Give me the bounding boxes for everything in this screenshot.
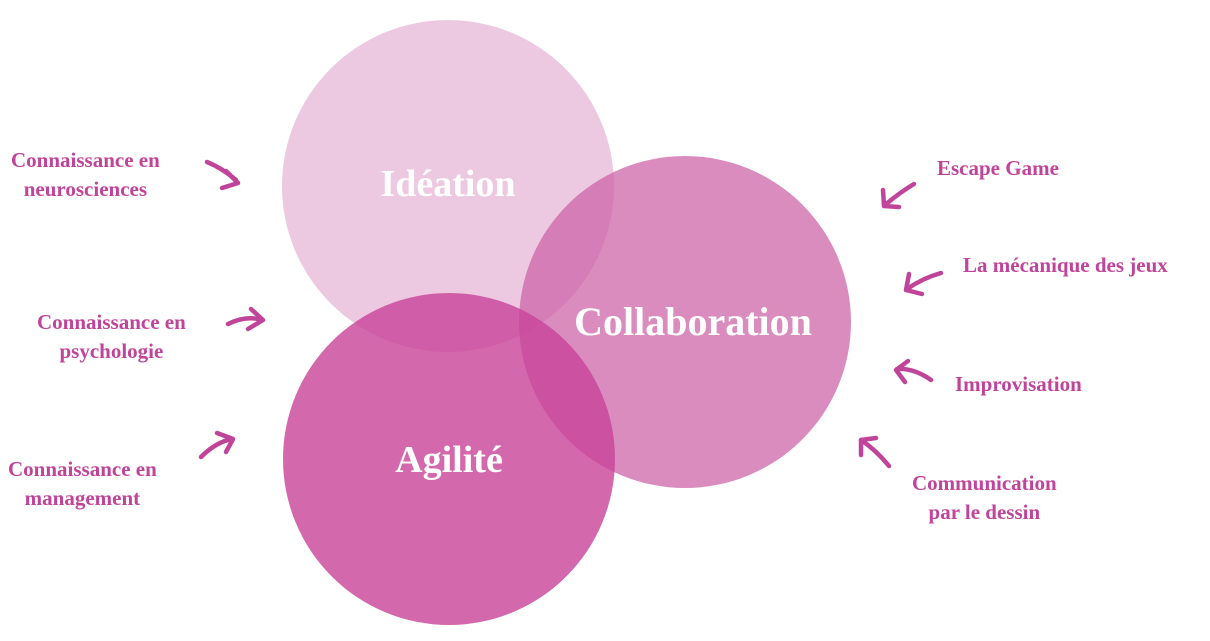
arrow-icon xyxy=(880,181,917,210)
label-line: Connaissance en xyxy=(37,310,186,334)
label-improvisation: Improvisation xyxy=(955,370,1082,399)
label-line: psychologie xyxy=(59,339,164,363)
label-neurosciences: Connaissance en neurosciences xyxy=(11,146,160,204)
label-line: neurosciences xyxy=(23,177,148,201)
arrow-icon xyxy=(893,358,934,385)
label-line: Improvisation xyxy=(955,372,1082,396)
label-line: Connaissance en xyxy=(8,457,157,481)
agilite-title: Agilité xyxy=(395,439,503,481)
label-line: Communication xyxy=(912,471,1057,495)
label-line: management xyxy=(24,486,141,510)
label-mecanique-jeux: La mécanique des jeux xyxy=(963,251,1168,280)
label-communication: Communication par le dessin xyxy=(912,469,1057,527)
collaboration-title: Collaboration xyxy=(574,299,812,344)
arrow-icon xyxy=(903,270,944,297)
label-escape-game: Escape Game xyxy=(937,154,1059,183)
label-line: La mécanique des jeux xyxy=(963,253,1168,277)
arrow-icon xyxy=(858,435,892,469)
label-line: Connaissance en xyxy=(11,148,160,172)
agilite-circle xyxy=(283,293,615,625)
arrow-icon xyxy=(198,430,236,460)
ideation-title: Idéation xyxy=(380,163,515,205)
label-psychologie: Connaissance en psychologie xyxy=(37,308,186,366)
label-management: Connaissance en management xyxy=(8,455,157,513)
label-line: Escape Game xyxy=(937,156,1059,180)
arrow-icon xyxy=(225,306,266,332)
label-line: par le dessin xyxy=(928,500,1041,524)
arrow-icon xyxy=(204,159,241,191)
